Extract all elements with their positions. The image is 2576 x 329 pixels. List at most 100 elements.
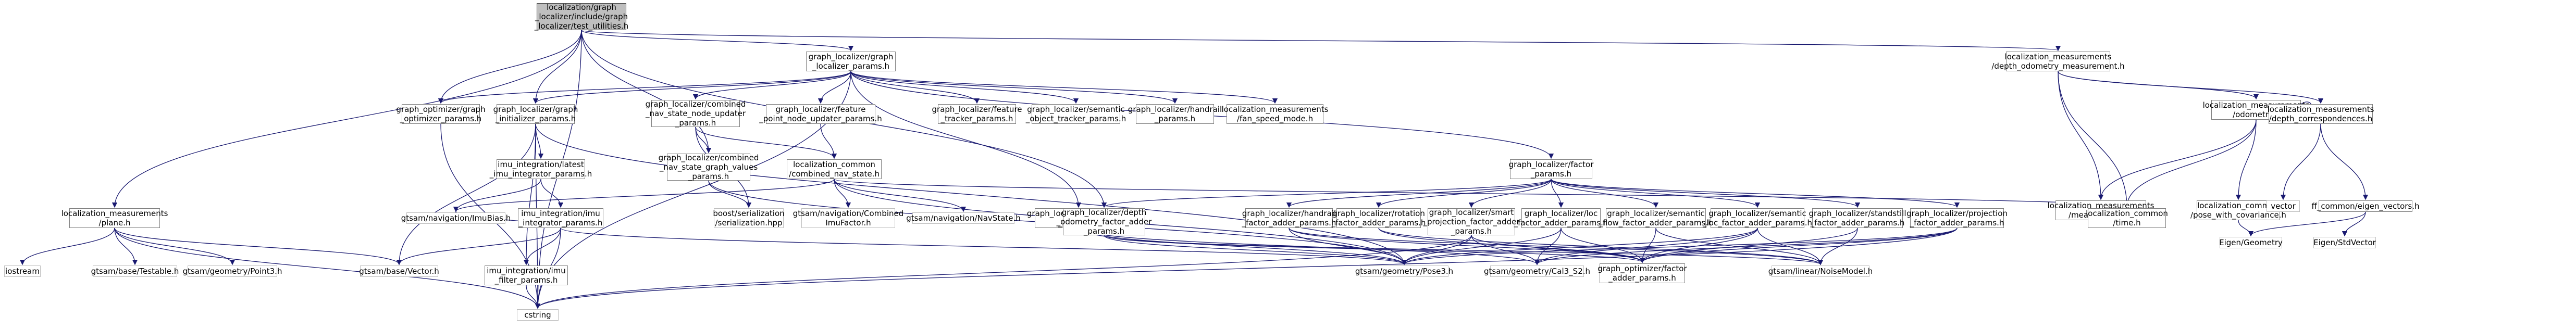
edge-gl-params-to-calib <box>850 71 1082 208</box>
edge-fp-updater-to-cns <box>820 123 837 159</box>
edge-ddom-to-meas-odom <box>2058 71 2259 100</box>
graph-node-iostream[interactable]: iostream <box>4 265 41 277</box>
edge-plane-to-basevec <box>114 227 402 265</box>
graph-node-basevec[interactable]: gtsam/base/Vector.h <box>359 265 439 277</box>
graph-node-sem-loc-fa[interactable]: graph_localizer/semantic _loc_factor_add… <box>1703 208 1812 228</box>
graph-node-boost-ser[interactable]: boost/serialization /serialization.hpp <box>713 208 785 228</box>
edge-handrail-fa-to-pose3 <box>1289 227 1407 265</box>
graph-node-depth-ofa[interactable]: graph_localizer/depth _odometry_factor_a… <box>1056 208 1152 236</box>
edge-meas-odom-to-time <box>2124 119 2257 208</box>
edge-handrail-fa-to-opt-fa <box>1289 227 1645 263</box>
graph-node-cstring[interactable]: cstring <box>517 309 559 321</box>
graph-node-ft-params[interactable]: graph_localizer/feature _tracker_params.… <box>932 104 1022 124</box>
edge-cns-to-navstate <box>834 179 967 212</box>
edge-plane-to-iostream <box>19 227 115 265</box>
graph-node-fp-updater[interactable]: graph_localizer/feature _point_node_upda… <box>759 104 882 124</box>
edge-factor-params-to-sem-loc-fa <box>1551 179 1761 208</box>
graph-node-vector[interactable]: vector <box>2267 200 2300 212</box>
graph-node-sot-params[interactable]: graph_localizer/semantic _object_tracker… <box>1025 104 1126 124</box>
graph-node-noise[interactable]: gtsam/linear/NoiseModel.h <box>1768 265 1873 277</box>
graph-node-pose3[interactable]: gtsam/geometry/Pose3.h <box>1355 265 1454 277</box>
edge-imu-latest-to-navimu <box>453 179 541 212</box>
edge-gl-params-to-ft-params <box>850 71 980 104</box>
edge-gl-params-to-hr-params <box>850 71 1178 104</box>
edge-factor-params-to-loc-fa <box>1551 179 1564 208</box>
graph-node-imu-filter[interactable]: imu_integration/imu _filter_params.h <box>485 265 568 285</box>
edge-factor-params-to-proj-fa <box>1551 179 1960 208</box>
edge-ff-eigen-to-eigen-std <box>2342 211 2366 237</box>
edge-depth-ofa-to-pose3 <box>1104 235 1407 265</box>
graph-node-plane[interactable]: localization_measurements /plane.h <box>61 208 168 228</box>
edge-ddom-to-meas-corr <box>2058 71 2324 104</box>
graph-node-imu-int[interactable]: imu_integration/imu _integrator_params.h <box>518 208 603 228</box>
graph-node-hr-params[interactable]: graph_localizer/handrail _params.h <box>1128 104 1222 124</box>
graph-node-time[interactable]: localization_common /time.h <box>2086 208 2168 228</box>
graph-node-combined-imu[interactable]: gtsam/navigation/Combined ImuFactor.h <box>792 208 904 228</box>
graph-node-cal3s2[interactable]: gtsam/geometry/Cal3_S2.h <box>1483 265 1591 277</box>
edge-root-to-cnsg-values <box>581 30 712 154</box>
edge-meas-corr-to-ff-eigen <box>2320 123 2369 200</box>
edge-ddom-to-meas-measurement <box>2058 71 2104 200</box>
edge-factor-params-to-rot-fa <box>1376 179 1552 208</box>
edge-rot-fa-to-noise <box>1378 227 1823 265</box>
graph-node-init-params[interactable]: graph_localizer/graph _initializer_param… <box>493 104 578 124</box>
edge-sem-loc-fa-to-pose3 <box>1401 227 1758 265</box>
graph-node-handrail-fa[interactable]: graph_localizer/handrail _factor_adder_p… <box>1242 208 1336 228</box>
edge-cnsg-values-to-boost-ser <box>708 180 752 208</box>
edge-factor-params-to-sem-flow-fa <box>1551 179 1659 208</box>
edge-cns-to-combined-imu <box>834 179 851 208</box>
graph-node-sem-flow-fa[interactable]: graph_localizer/semantic _flow_factor_ad… <box>1599 208 1713 228</box>
edge-plane-to-point3 <box>114 227 236 265</box>
edge-gl-params-to-sot-params <box>850 71 1079 104</box>
graph-node-proj-fa[interactable]: graph_localizer/projection _factor_adder… <box>1906 208 2008 228</box>
graph-node-root: localization/graph _localizer/include/gr… <box>534 3 629 31</box>
edge-root-to-plane <box>112 30 582 208</box>
graph-node-testable[interactable]: gtsam/base/Testable.h <box>91 265 179 277</box>
edge-sem-loc-fa-to-opt-fa <box>1639 227 1758 263</box>
edge-loc-fa-to-pose3 <box>1401 227 1562 265</box>
graph-node-ddom[interactable]: localization_measurements /depth_odometr… <box>1991 52 2125 71</box>
edge-init-params-to-pose3 <box>535 123 1407 265</box>
graph-node-opt-params[interactable]: graph_optimizer/graph _optimizer_params.… <box>396 104 486 124</box>
edge-ddom-to-time <box>2058 71 2130 208</box>
graph-node-opt-fa[interactable]: graph_optimizer/factor _adder_params.h <box>1597 263 1687 283</box>
graph-node-factor-params[interactable]: graph_localizer/factor _params.h <box>1508 159 1594 179</box>
graph-node-combined-updater[interactable]: graph_localizer/combined _nav_state_node… <box>645 99 746 128</box>
edge-meas-odom-to-meas-measurement <box>2098 119 2257 200</box>
edge-root-to-opt-params <box>438 30 582 104</box>
edge-plane-to-cstring <box>114 227 541 309</box>
edge-imu-int-to-imu-filter <box>523 227 561 265</box>
edge-proj-fa-to-cal3s2 <box>1534 227 1958 265</box>
graph-node-cns[interactable]: localization_common /combined_nav_state.… <box>787 159 882 179</box>
graph-node-fan[interactable]: localization_measurements /fan_speed_mod… <box>1221 104 1329 124</box>
graph-node-loc-fa[interactable]: graph_localizer/loc _factor_adder_params… <box>1514 208 1608 228</box>
graph-node-pose-cov[interactable]: localization_common /pose_with_covarianc… <box>2190 200 2286 220</box>
graph-node-cnsg-values[interactable]: graph_localizer/combined _nav_state_grap… <box>658 153 759 181</box>
edge-standstill-fa-to-opt-fa <box>1639 227 1858 263</box>
graph-node-smart-fa[interactable]: graph_localizer/smart _projection_factor… <box>1423 208 1520 236</box>
graph-node-gl-params[interactable]: graph_localizer/graph _localizer_params.… <box>806 52 896 71</box>
graph-node-eigen-geom[interactable]: Eigen/Geometry <box>2219 237 2283 248</box>
edge-factor-params-to-handrail-fa <box>1286 179 1552 208</box>
edge-smart-fa-to-opt-fa <box>1471 235 1645 263</box>
edge-factor-params-to-depth-ofa <box>1101 179 1552 208</box>
edge-init-params-to-imu-latest <box>535 123 544 159</box>
graph-node-meas-corr[interactable]: localization_measurements /depth_corresp… <box>2267 104 2374 124</box>
graph-node-eigen-std[interactable]: Eigen/StdVector <box>2313 237 2376 248</box>
edge-sem-loc-fa-to-noise <box>1757 227 1824 265</box>
graph-node-navstate[interactable]: gtsam/navigation/NavState.h <box>906 212 1021 224</box>
graph-node-ff-eigen[interactable]: ff_common/eigen_vectors.h <box>2311 200 2420 212</box>
graph-node-standstill-fa[interactable]: graph_localizer/standstill _factor_adder… <box>1809 208 1906 228</box>
graph-node-point3[interactable]: gtsam/geometry/Point3.h <box>182 265 282 277</box>
edge-cns-to-navimu <box>453 179 835 212</box>
graph-node-imu-latest[interactable]: imu_integration/latest _imu_integrator_p… <box>489 159 592 179</box>
edge-imu-int-to-pose3 <box>560 227 1407 265</box>
graph-node-navimu[interactable]: gtsam/navigation/ImuBias.h <box>401 212 511 224</box>
edge-gl-params-to-init-params <box>532 71 851 104</box>
graph-node-rot-fa[interactable]: graph_localizer/rotation _factor_adder_p… <box>1331 208 1426 228</box>
edge-proj-fa-to-pose3 <box>1402 227 1958 265</box>
edge-pose-cov-to-eigen-geom <box>2238 220 2254 237</box>
edge-ff-eigen-to-eigen-geom <box>2248 211 2366 237</box>
edge-proj-fa-to-cstring <box>535 227 1958 309</box>
edge-smart-fa-to-cstring <box>535 235 1472 309</box>
